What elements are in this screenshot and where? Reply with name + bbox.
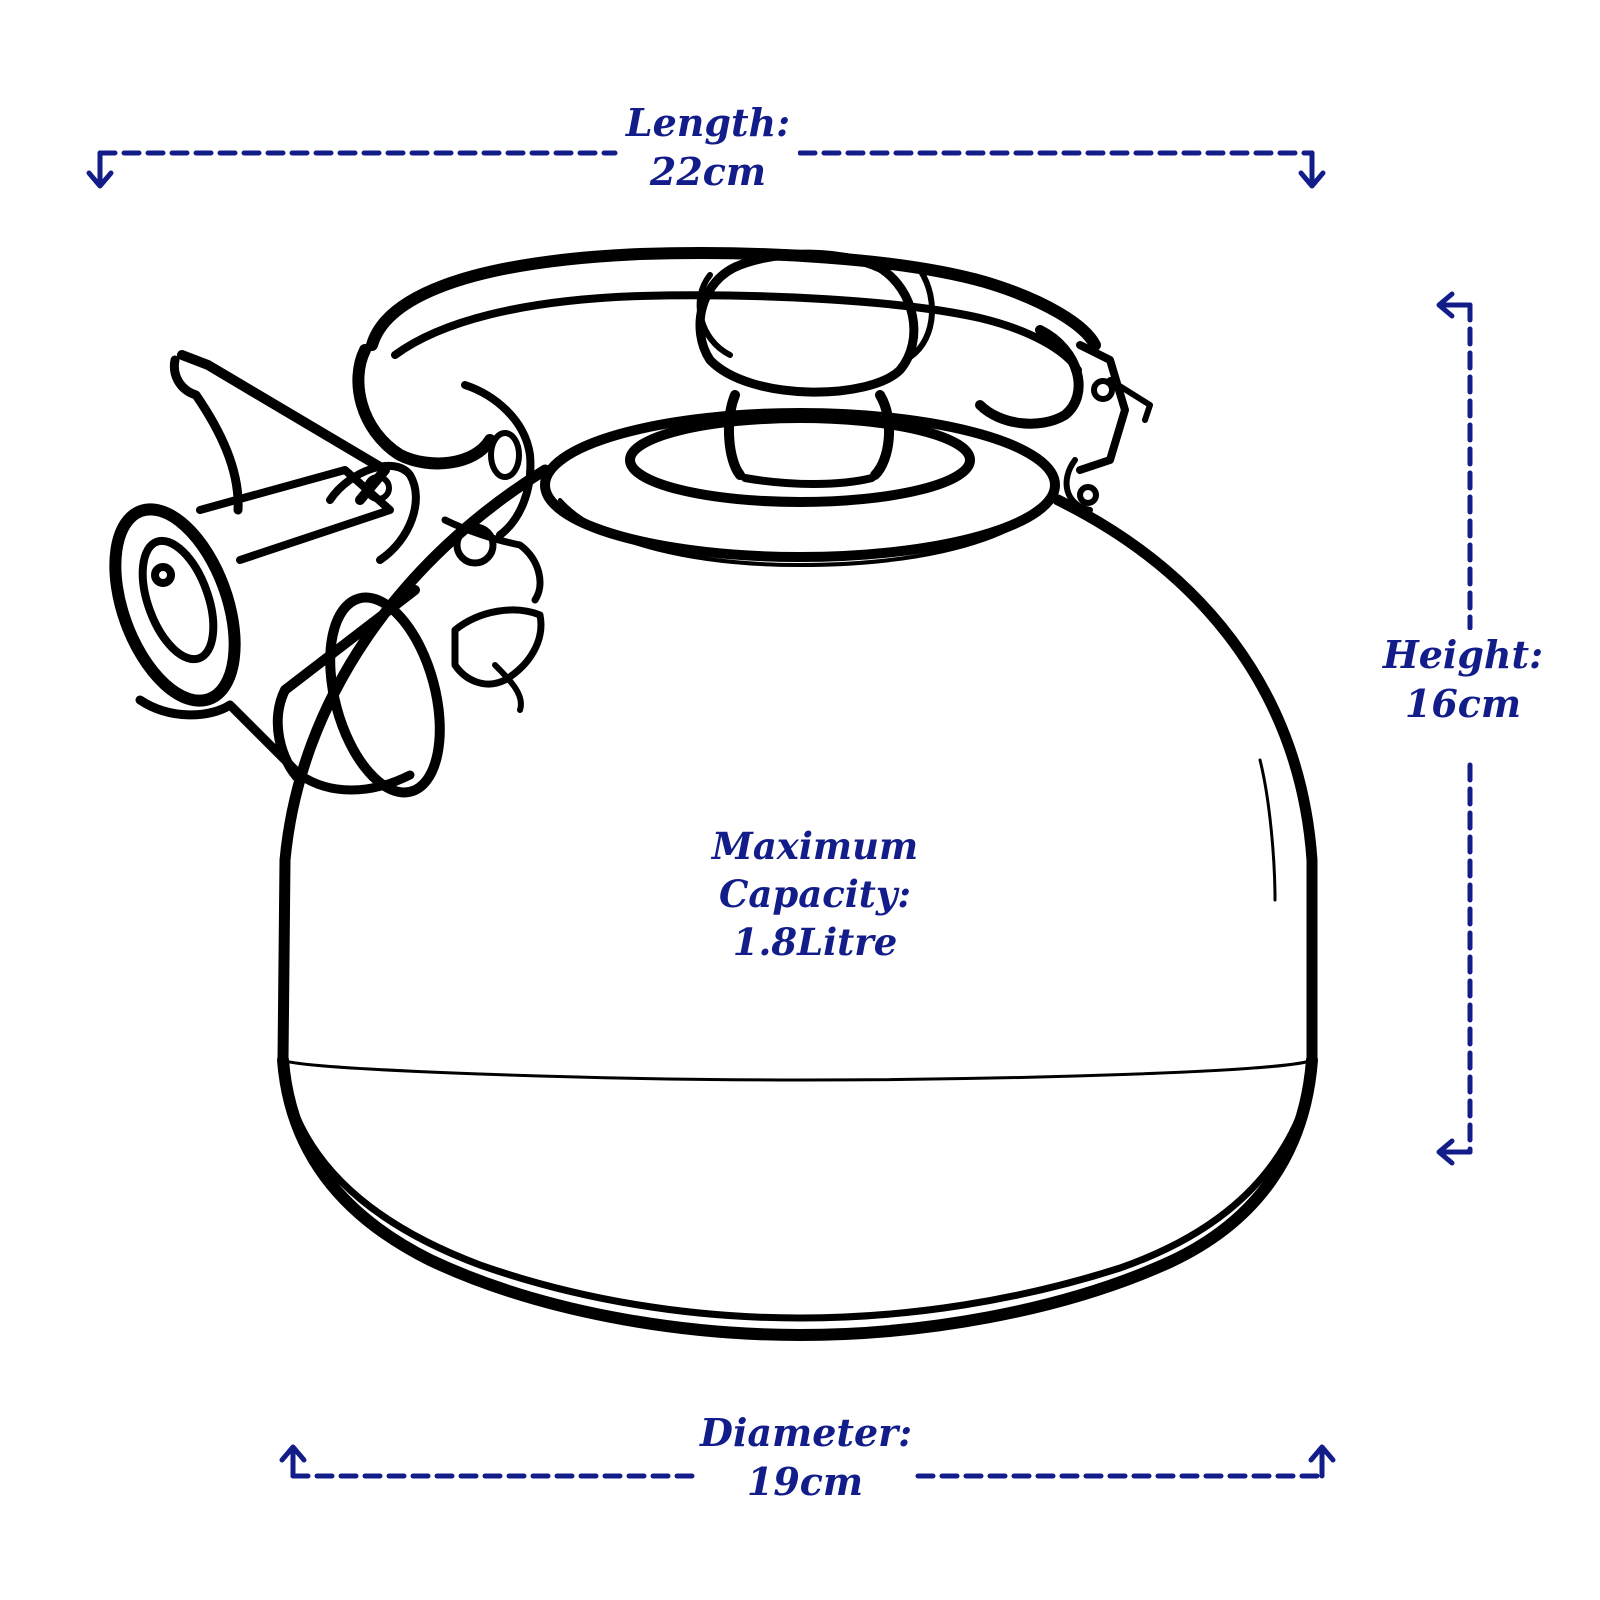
lid-knob (695, 249, 919, 488)
length-value: 22cm (649, 149, 767, 195)
diameter-value: 19cm (746, 1459, 864, 1505)
length-title: Length: (625, 100, 791, 145)
dimension-diameter (279, 1444, 1336, 1479)
arrow-left-icon (1436, 1138, 1473, 1166)
handle-hinge-left (441, 381, 545, 713)
arrow-up-icon (1308, 1444, 1336, 1479)
capacity-line-1: Maximum (711, 824, 919, 868)
dimension-length (86, 150, 1326, 189)
arrow-down-icon (1298, 150, 1326, 189)
arrow-up-icon (279, 1444, 307, 1479)
height-label: Height: 16cm (1378, 630, 1548, 729)
height-title: Height: (1382, 632, 1544, 677)
kettle-lid (540, 408, 1060, 567)
whistle-lever (169, 350, 420, 564)
arrow-down-icon (86, 150, 114, 189)
diameter-label: Diameter: 19cm (700, 1408, 913, 1507)
capacity-value: 1.8Litre (732, 920, 898, 965)
kettle-illustration (109, 247, 1318, 1341)
diameter-title: Diameter: (700, 1410, 913, 1455)
capacity-line-2: Capacity: (718, 872, 912, 917)
height-value: 16cm (1404, 681, 1522, 727)
length-label: Length: 22cm (618, 98, 798, 197)
capacity-label: Maximum Capacity: 1.8Litre (695, 822, 935, 966)
dimension-height (1436, 291, 1473, 1166)
arrow-left-icon (1436, 291, 1473, 319)
kettle-body (277, 464, 1318, 1341)
kettle-spout (109, 466, 445, 798)
